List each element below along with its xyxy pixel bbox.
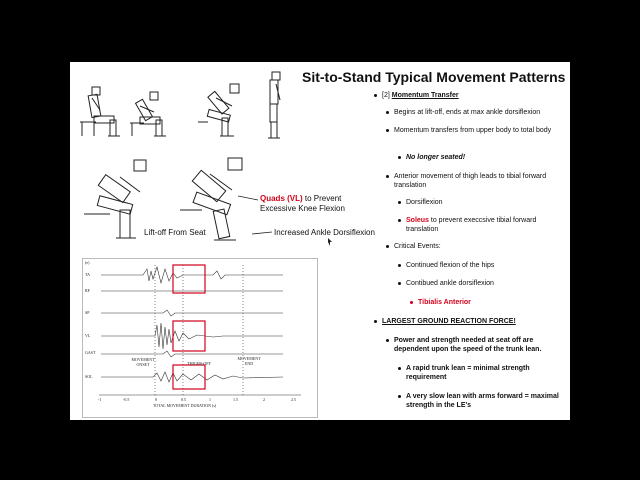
emg-trace-label: SP xyxy=(85,310,90,315)
liftoff-label: Lift-off From Seat xyxy=(144,228,206,237)
bullet-dot xyxy=(398,395,401,398)
emg-trace-label: SOL xyxy=(85,374,93,379)
emg-figure: (e) TA RF SP VL GAST SOL xyxy=(82,258,318,418)
bullet-item: Critical Events: xyxy=(394,243,441,250)
bullet-item: Begins at lift-off, ends at max ankle do… xyxy=(394,109,541,116)
quads-red-text: Quads (VL) xyxy=(260,194,303,203)
soleus-rest: to prevent execcsive tibial forward tran… xyxy=(406,217,537,233)
bullet-dot xyxy=(410,301,413,304)
bullet-item: Power and strength needed at seat off ar… xyxy=(394,337,542,353)
bullet-dot xyxy=(386,339,389,342)
bullet-item: Dorsiflexion xyxy=(406,199,443,206)
emg-panel-letter: (e) xyxy=(85,260,90,265)
x-tick: 1 xyxy=(209,397,211,402)
x-tick: -0.5 xyxy=(123,397,130,402)
slide: Sit-to-Stand Typical Movement Patterns xyxy=(70,62,570,420)
emg-trace-label: GAST xyxy=(85,350,96,355)
x-tick: 0.5 xyxy=(181,397,186,402)
bullet-dot xyxy=(386,129,389,132)
bullet-dot xyxy=(398,367,401,370)
bullet-item: Anterior movement of thigh leads to tibi… xyxy=(394,173,547,189)
bullet-item: Momentum transfers from upper body to to… xyxy=(394,127,552,134)
bullet-momentum-text: Momentum Transfer xyxy=(391,92,459,99)
x-axis-label: TOTAL MOVEMENT DURATION (s) xyxy=(153,403,217,408)
bullet-item: Tibialis Anterior xyxy=(418,299,471,306)
stick-figure-leaning xyxy=(130,91,166,137)
stick-figure-standing xyxy=(268,71,281,139)
bullet-dot xyxy=(386,175,389,178)
highlight-box-sol xyxy=(172,364,206,390)
stick-figure-rising xyxy=(198,83,240,137)
bullet-dot xyxy=(398,264,401,267)
bullet-item: A rapid trunk lean = minimal strength re… xyxy=(406,365,530,381)
bullet-item: A very slow lean with arms forward = max… xyxy=(406,393,559,409)
bullet-soleus: Soleus to prevent execcsive tibial forwa… xyxy=(406,216,566,234)
ankle-label: Increased Ankle Dorsiflexion xyxy=(274,228,375,237)
bullet-dot xyxy=(386,111,389,114)
stick-figure-liftoff-large xyxy=(84,159,147,239)
highlight-box-ta xyxy=(172,264,206,294)
quads-text: to Prevent xyxy=(302,194,342,203)
cursor-icon xyxy=(328,238,332,246)
emg-trace-gast xyxy=(101,350,283,358)
x-tick: 0 xyxy=(155,397,157,402)
emg-trace-ta xyxy=(101,265,283,285)
emg-trace-label: RF xyxy=(85,288,90,293)
bullet-dot xyxy=(386,245,389,248)
x-tick: 2.5 xyxy=(291,397,296,402)
bullet-momentum-transfer: [2] Momentum Transfer xyxy=(382,91,459,100)
bullet-dot xyxy=(398,282,401,285)
event-thighs-off: THIGHS-OFF xyxy=(187,361,211,366)
stick-figure-dorsiflexion-large xyxy=(180,157,243,241)
x-tick: 2 xyxy=(263,397,265,402)
soleus-text: Soleus xyxy=(406,217,429,224)
quads-label-line2: Excessive Knee Flexion xyxy=(260,204,345,213)
bullet-item: LARGEST GROUND REACTION FORCE! xyxy=(382,318,516,325)
slide-title: Sit-to-Stand Typical Movement Patterns xyxy=(302,69,566,85)
stick-figure-seated xyxy=(80,86,120,137)
bullet-tag: [2] xyxy=(382,92,392,99)
quads-label: Quads (VL) to Prevent xyxy=(260,194,341,203)
bullet-item: Continued flexion of the hips xyxy=(406,262,495,269)
highlight-box-vl xyxy=(172,320,206,352)
emg-trace-vl xyxy=(101,322,283,350)
emg-trace-label: VL xyxy=(85,333,91,338)
emg-traces-plot xyxy=(99,264,301,396)
x-tick: -1 xyxy=(98,397,102,402)
emg-trace-sol xyxy=(101,371,284,383)
bullet-dot xyxy=(398,156,401,159)
bullet-item: No longer seated! xyxy=(406,154,466,161)
emg-trace-label: TA xyxy=(85,272,91,277)
emg-trace-sp xyxy=(101,309,283,317)
bullet-dot xyxy=(374,320,377,323)
bullet-dot xyxy=(398,219,401,222)
x-tick: 1.5 xyxy=(233,397,238,402)
bullet-dot xyxy=(398,201,401,204)
sit-to-stand-illustration xyxy=(80,71,281,241)
bullet-item: Contibued ankle dorsiflexion xyxy=(406,280,494,287)
bullet-dot xyxy=(374,94,377,97)
